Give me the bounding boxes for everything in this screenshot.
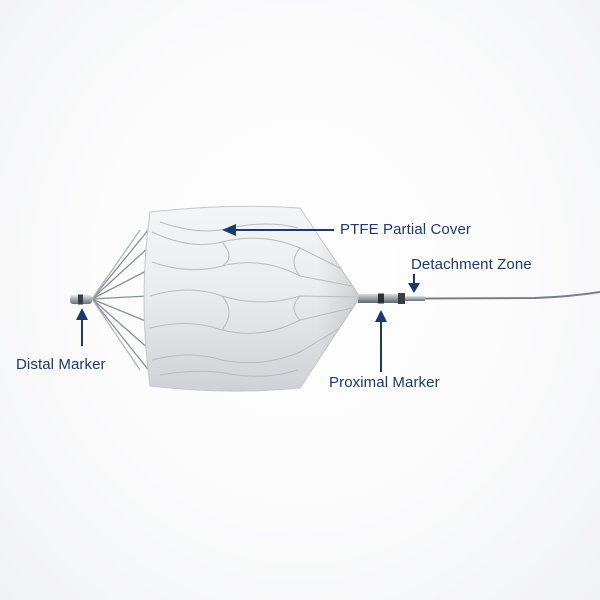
distal-tip (70, 294, 92, 305)
cover-lattice (149, 221, 359, 377)
wire-strut (91, 245, 151, 300)
wire-strut (91, 298, 151, 351)
proximal-shaft (358, 291, 600, 304)
proximal-marker-band (378, 293, 384, 304)
wire-strut (91, 295, 148, 300)
proximal-marker-label: Proximal Marker (329, 374, 440, 391)
distal-marker-band (78, 294, 83, 305)
proximal-arrow-icon (375, 310, 387, 372)
cover-shading (144, 206, 360, 392)
ptfe-cover-label: PTFE Partial Cover (340, 221, 471, 238)
wire-strut (91, 217, 159, 300)
distal-marker-label: Distal Marker (16, 356, 106, 373)
wire-strut (91, 298, 149, 323)
detachment-zone-band (398, 293, 405, 304)
wire-strut (91, 298, 141, 371)
arrow-icon (76, 224, 420, 372)
distal-arrow-icon (76, 308, 88, 346)
detachment-zone-label: Detachment Zone (411, 256, 532, 273)
wire-strut (91, 298, 159, 383)
ptfe-arrow-icon (222, 224, 334, 236)
detachment-arrow-icon (408, 274, 420, 293)
ptfe-cover (143, 205, 361, 392)
wire-struts (91, 217, 159, 383)
wire-strut (91, 269, 149, 300)
delivery-wire (424, 291, 600, 300)
detachment-zone-segment (405, 296, 425, 301)
wire-strut (91, 229, 141, 300)
